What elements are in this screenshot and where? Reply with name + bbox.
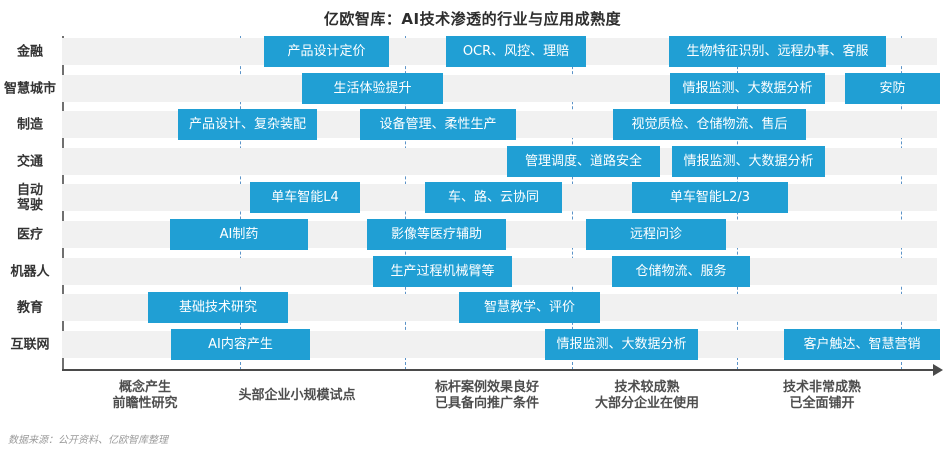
application-box: 安防 xyxy=(845,73,940,104)
application-box: AI制药 xyxy=(170,219,308,250)
data-source-note: 数据来源：公开资料、亿欧智库整理 xyxy=(8,435,168,446)
application-box: 仓储物流、服务 xyxy=(612,256,750,287)
application-box: OCR、风控、理赔 xyxy=(446,36,586,67)
industry-label: 智慧城市 xyxy=(3,81,56,96)
industry-label: 金融 xyxy=(16,44,43,59)
stage-label: 头部企业小规模试点 xyxy=(238,388,356,403)
x-axis-arrow-icon xyxy=(933,364,943,376)
application-box: 基础技术研究 xyxy=(148,292,288,323)
application-box: 单车智能L4 xyxy=(250,182,360,213)
stage-label: 标杆案例效果良好 已具备向推广条件 xyxy=(434,380,540,411)
application-box: 智慧教学、评价 xyxy=(459,292,600,323)
industry-label: 制造 xyxy=(16,117,43,132)
industry-label: 互联网 xyxy=(10,337,50,352)
application-box: 情报监测、大数据分析 xyxy=(672,146,825,177)
application-box: 生物特征识别、远程办事、客服 xyxy=(669,36,886,67)
application-box: 单车智能L2/3 xyxy=(632,182,788,213)
industry-label: 自动 驾驶 xyxy=(16,182,43,213)
application-box: AI内容产生 xyxy=(171,329,310,360)
application-box: 情报监测、大数据分析 xyxy=(670,73,825,104)
industry-label: 医疗 xyxy=(16,227,43,242)
application-box: 设备管理、柔性生产 xyxy=(360,109,516,140)
application-box: 生产过程机械臂等 xyxy=(373,256,512,287)
application-box: 视觉质检、仓储物流、售后 xyxy=(613,109,806,140)
application-box: 管理调度、道路安全 xyxy=(507,146,660,177)
chart-title: 亿欧智库：AI技术渗透的行业与应用成熟度 xyxy=(323,10,622,28)
stage-label: 概念产生 前瞻性研究 xyxy=(112,380,178,411)
industry-label: 教育 xyxy=(16,300,43,315)
x-axis-line xyxy=(62,369,936,371)
stage-label: 技术非常成熟 已全面铺开 xyxy=(782,380,862,411)
stage-label: 技术较成熟 大部分企业在使用 xyxy=(594,380,700,411)
industry-label: 机器人 xyxy=(10,264,50,279)
application-box: 影像等医疗辅助 xyxy=(367,219,506,250)
application-box: 生活体验提升 xyxy=(302,73,443,104)
application-box: 产品设计定价 xyxy=(264,36,389,67)
application-box: 产品设计、复杂装配 xyxy=(178,109,317,140)
application-box: 客户触达、智慧营销 xyxy=(784,329,940,360)
application-box: 远程问诊 xyxy=(586,219,726,250)
application-box: 车、路、云协同 xyxy=(425,182,562,213)
industry-label: 交通 xyxy=(16,154,43,169)
application-box: 情报监测、大数据分析 xyxy=(545,329,698,360)
